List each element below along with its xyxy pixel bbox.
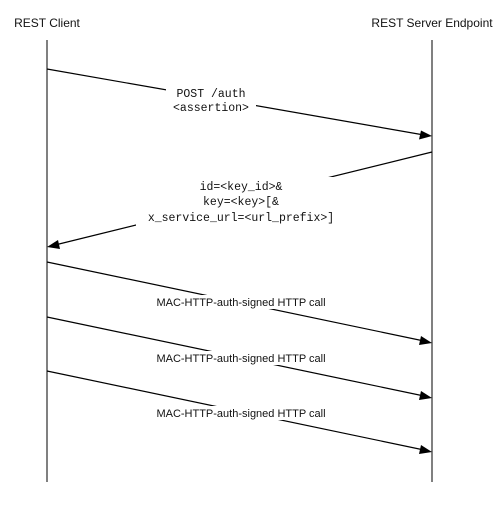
signed-call-arrowhead-3: [419, 445, 432, 454]
auth-response-message: id=<key_id>& key=<key>[& x_service_url=<…: [47, 151, 433, 249]
signed-call-label-2: MAC-HTTP-auth-signed HTTP call: [156, 353, 325, 365]
participant-server-label: REST Server Endpoint: [371, 16, 493, 30]
signed-call-label-1: MAC-HTTP-auth-signed HTTP call: [156, 297, 325, 309]
auth-response-arrowhead: [47, 240, 60, 249]
signed-call-label-3: MAC-HTTP-auth-signed HTTP call: [156, 408, 325, 420]
auth-response-line-2: key=<key>[&: [203, 196, 279, 209]
auth-request-line-2: <assertion>: [173, 102, 249, 115]
auth-request-message: POST /auth <assertion>: [46, 68, 432, 140]
signed-call-arrowhead-1: [419, 336, 432, 345]
auth-request-line-1: POST /auth: [176, 88, 245, 101]
auth-request-arrowhead: [419, 130, 432, 140]
auth-response-line-3: x_service_url=<url_prefix>]: [148, 212, 334, 225]
signed-call-message-2: MAC-HTTP-auth-signed HTTP call: [46, 316, 432, 400]
signed-call-message-3: MAC-HTTP-auth-signed HTTP call: [46, 370, 432, 454]
auth-response-line-1: id=<key_id>&: [200, 181, 283, 194]
signed-call-arrowhead-2: [419, 391, 432, 400]
signed-call-message-1: MAC-HTTP-auth-signed HTTP call: [46, 261, 432, 345]
participant-client-label: REST Client: [14, 16, 80, 30]
